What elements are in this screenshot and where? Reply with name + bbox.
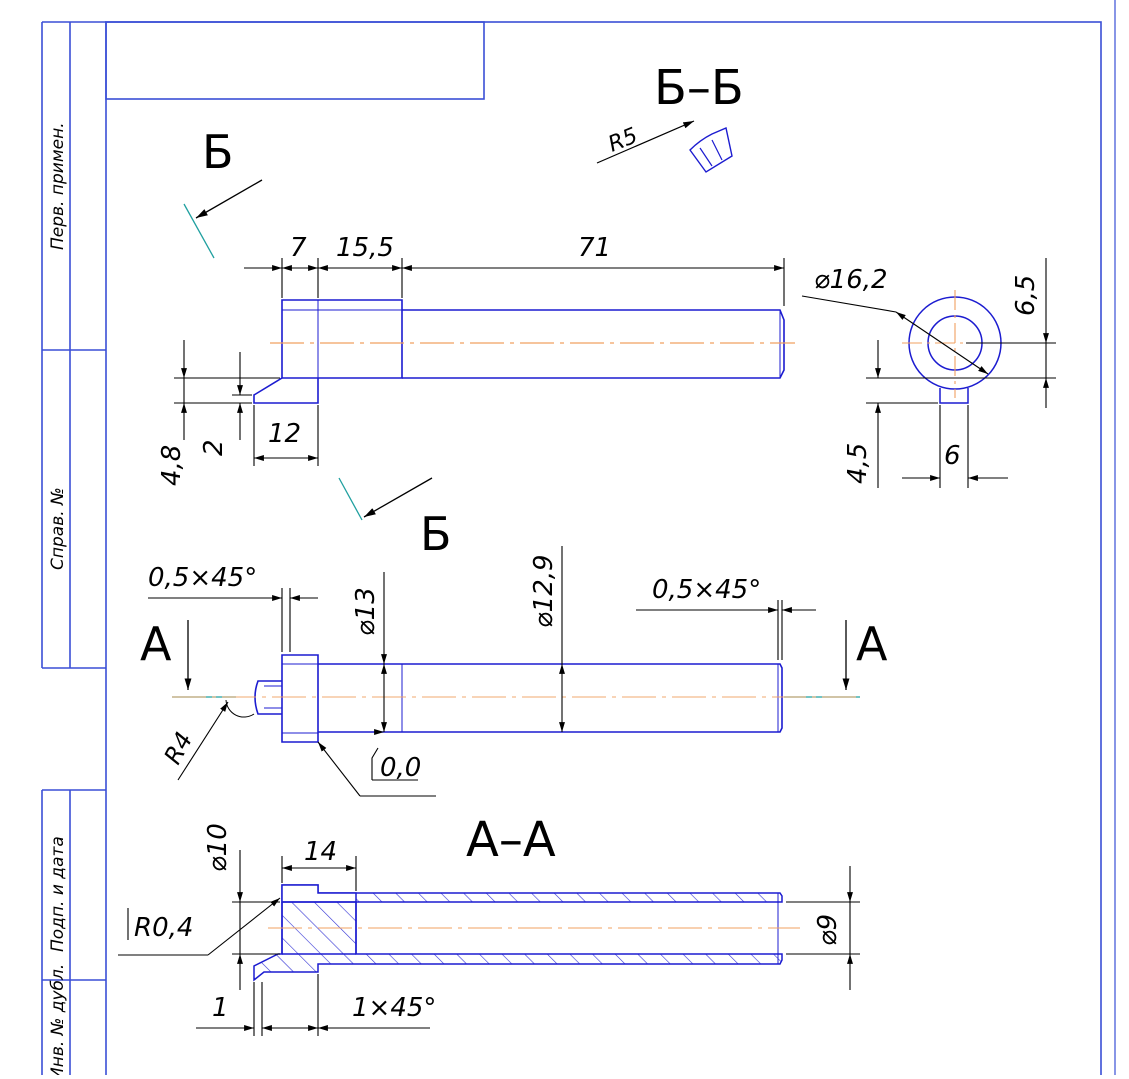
drawing-frame bbox=[105, 0, 1116, 1079]
dim-phi13: ⌀13 bbox=[351, 587, 381, 636]
section-b-top: Б bbox=[202, 125, 234, 179]
dim-chamfer-left: 0,5×45° bbox=[148, 563, 257, 593]
top-view-dimension-lines bbox=[174, 258, 785, 466]
dim-r4: R4 bbox=[159, 727, 199, 768]
section-a-left: А bbox=[140, 617, 172, 671]
stamp-inv-no-dubl: Инв. № дубл. bbox=[48, 964, 68, 1075]
dim-14: 14 bbox=[304, 837, 337, 867]
section-aa-title: А–А bbox=[466, 812, 556, 868]
dim-chamfer-right: 0,5×45° bbox=[652, 575, 761, 605]
dim-6-5: 6,5 bbox=[1011, 275, 1041, 316]
dim-6: 6 bbox=[944, 441, 961, 471]
dim-phi16-2: ⌀16,2 bbox=[814, 265, 888, 295]
stamp-perv-primen: Перв. примен. bbox=[48, 122, 68, 250]
section-aa-part bbox=[253, 884, 783, 982]
middle-view-part bbox=[254, 654, 783, 743]
dim-15-5: 15,5 bbox=[336, 233, 394, 263]
dim-1: 1 bbox=[212, 993, 229, 1023]
section-aa-dimension-lines bbox=[118, 850, 860, 1036]
section-a-right: А bbox=[856, 617, 888, 671]
top-view-part bbox=[253, 299, 785, 404]
side-view-dimension-lines bbox=[801, 258, 1056, 488]
stamp-podp-i-data: Подп. и дата bbox=[48, 836, 68, 952]
dim-roughness: 0,0 bbox=[380, 753, 421, 783]
dim-r0-4: R0,4 bbox=[134, 913, 193, 943]
middle-view-dimension-lines bbox=[148, 546, 816, 797]
section-bb-small bbox=[596, 120, 733, 173]
dim-r5: R5 bbox=[605, 123, 642, 157]
left-stamp-column bbox=[41, 21, 106, 1075]
dim-71: 71 bbox=[578, 233, 611, 263]
dim-7: 7 bbox=[290, 233, 307, 263]
dim-phi12-9: ⌀12,9 bbox=[529, 554, 559, 628]
dim-2: 2 bbox=[199, 439, 229, 456]
dim-phi9: ⌀9 bbox=[813, 914, 843, 946]
dim-phi10: ⌀10 bbox=[203, 823, 233, 872]
section-b-bottom: Б bbox=[420, 507, 452, 561]
stamp-sprav-no: Справ. № bbox=[48, 487, 68, 570]
section-bb-title: Б–Б bbox=[654, 60, 744, 116]
dim-4-8: 4,8 bbox=[157, 445, 187, 486]
dim-chamfer-1x45: 1×45° bbox=[352, 993, 436, 1023]
dim-4-5: 4,5 bbox=[843, 443, 873, 484]
dim-12: 12 bbox=[268, 419, 301, 449]
